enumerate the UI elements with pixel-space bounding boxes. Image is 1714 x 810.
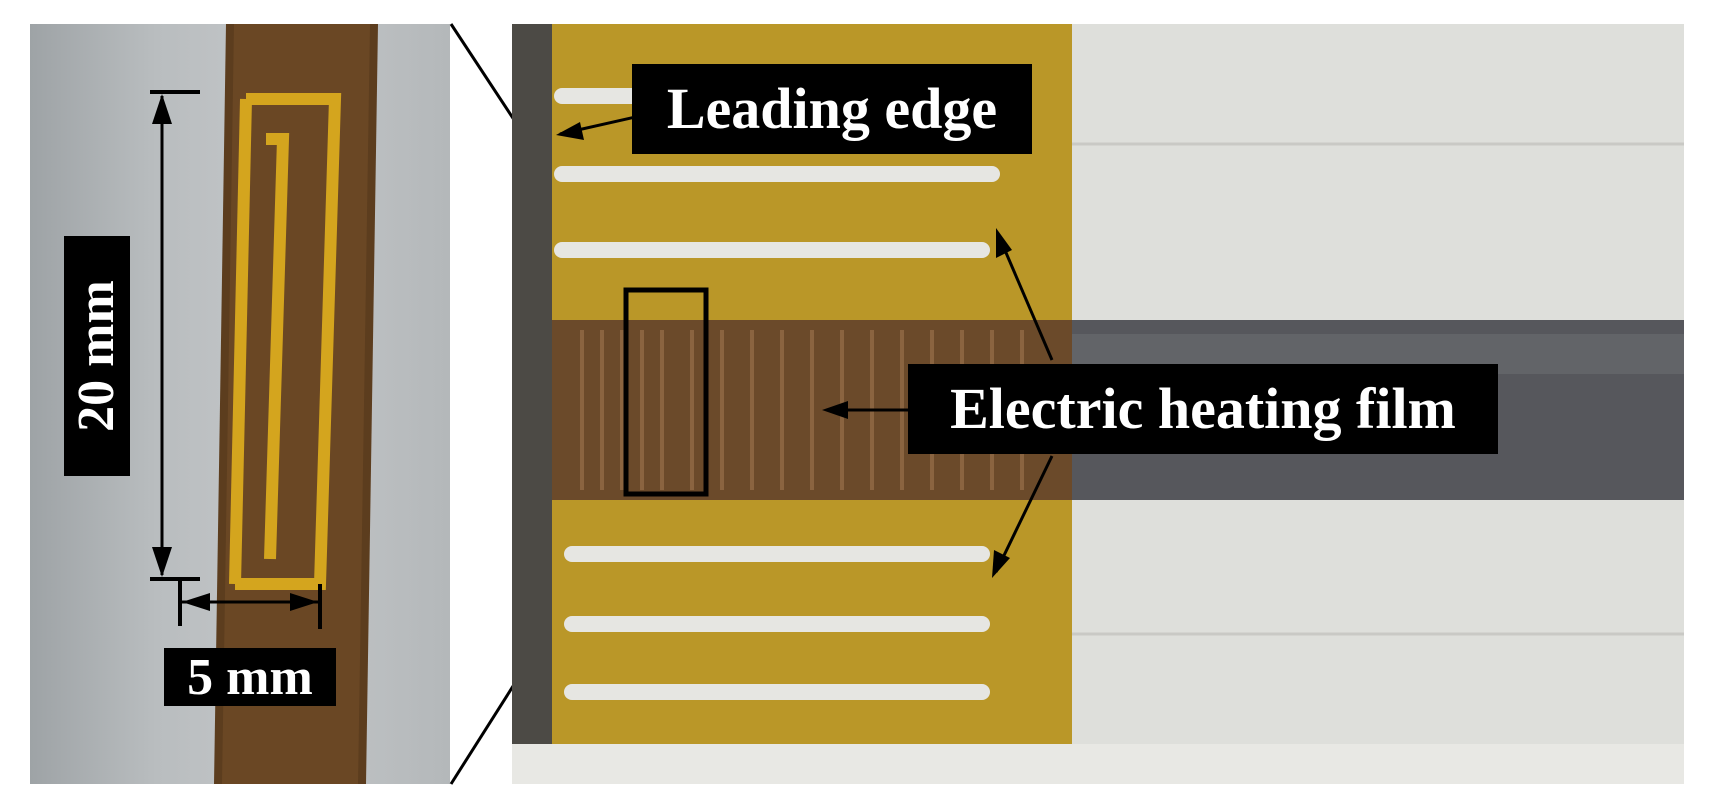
zoom-box <box>623 287 709 497</box>
leading-edge-label: Leading edge <box>632 64 1032 154</box>
heating-film-label-text: Electric heating film <box>950 376 1456 441</box>
heating-film-arrow-down <box>994 455 1054 573</box>
width-label: 5 mm <box>164 648 336 706</box>
leading-edge-surface <box>512 24 552 784</box>
width-label-text: 5 mm <box>187 649 313 706</box>
heating-film-arrow-up <box>996 233 1054 361</box>
heater-closeup-graphic <box>150 24 378 784</box>
leading-edge-label-text: Leading edge <box>666 76 998 141</box>
heating-film-label: Electric heating film <box>908 364 1498 454</box>
heater-trace <box>235 93 342 590</box>
height-label: 20 mm <box>64 236 130 476</box>
wing-leading-edge-photo: Leading edge Electric heating film <box>512 24 1684 784</box>
heater-closeup-photo: 20 mm 5 mm <box>30 24 450 784</box>
